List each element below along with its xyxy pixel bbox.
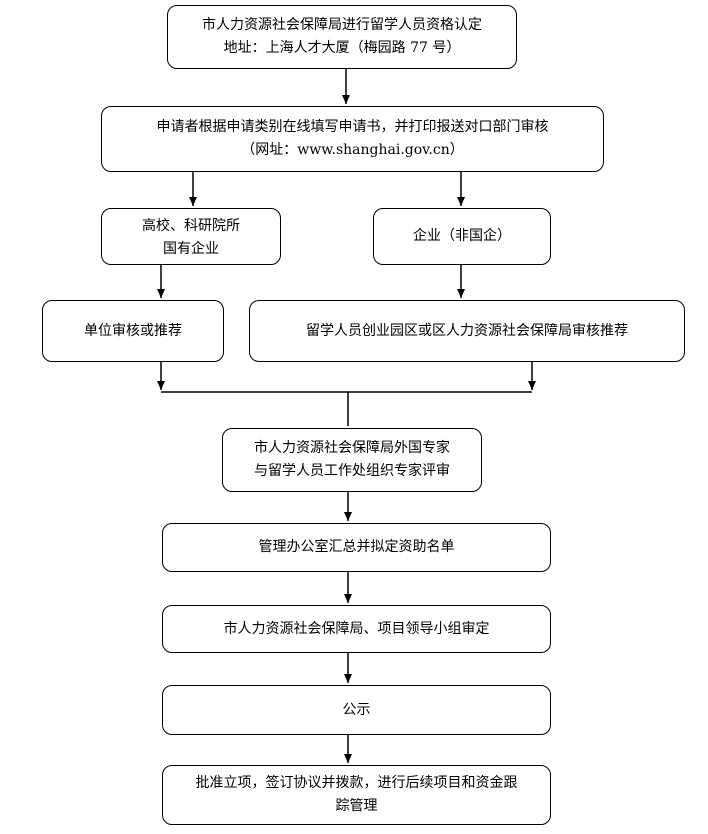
review-right-box: 留学人员创业园区或区人力资源社会保障局审核推荐 [249, 300, 685, 362]
step-approve-box: 市人力资源社会保障局、项目领导小组审定 [162, 605, 551, 653]
step-summary-box: 管理办公室汇总并拟定资助名单 [162, 523, 551, 572]
branch-left-line1: 高校、科研院所 [142, 218, 240, 234]
step-expert-box: 市人力资源社会保障局外国专家 与留学人员工作处组织专家评审 [222, 428, 482, 492]
step-final-box: 批准立项，签订协议并拨款，进行后续项目和资金跟 踪管理 [162, 765, 551, 825]
review-left-box: 单位审核或推荐 [42, 300, 224, 362]
step-expert-line2: 与留学人员工作处组织专家评审 [254, 463, 450, 479]
step-expert-line1: 市人力资源社会保障局外国专家 [254, 440, 450, 456]
branch-right-line1: 企业（非国企） [413, 228, 511, 244]
step-final-line2: 踪管理 [335, 798, 378, 814]
step1-line2: 地址：上海人才大厦（梅园路 77 号） [223, 40, 461, 56]
branch-left-box: 高校、科研院所 国有企业 [101, 208, 281, 265]
step-approve-line1: 市人力资源社会保障局、项目领导小组审定 [223, 620, 490, 637]
step1-line1: 市人力资源社会保障局进行留学人员资格认定 [202, 17, 482, 33]
step-publicity-line1: 公示 [342, 701, 371, 718]
step2-application-box: 申请者根据申请类别在线填写申请书，并打印报送对口部门审核 （网址：www.sha… [101, 106, 604, 172]
branch-left-line2: 国有企业 [163, 241, 219, 257]
step-summary-line1: 管理办公室汇总并拟定资助名单 [258, 539, 455, 555]
branch-right-box: 企业（非国企） [373, 208, 551, 265]
step-publicity-box: 公示 [162, 685, 551, 735]
step-final-line1: 批准立项，签订协议并拨款，进行后续项目和资金跟 [195, 775, 518, 791]
review-left-line1: 单位审核或推荐 [84, 322, 182, 339]
step2-line1: 申请者根据申请类别在线填写申请书，并打印报送对口部门审核 [156, 119, 549, 135]
review-right-line1: 留学人员创业园区或区人力资源社会保障局审核推荐 [306, 322, 628, 339]
step1-qualification-box: 市人力资源社会保障局进行留学人员资格认定 地址：上海人才大厦（梅园路 77 号） [167, 5, 517, 69]
step2-line2: （网址：www.shanghai.gov.cn） [241, 142, 464, 158]
